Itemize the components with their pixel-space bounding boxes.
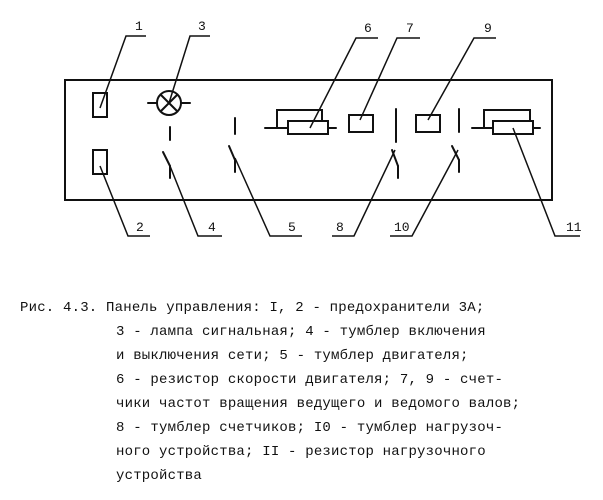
- callout-4: 4: [208, 220, 216, 235]
- caption-line-4: 6 - резистор скорости двигателя; 7, 9 - …: [116, 372, 504, 388]
- caption-line-5: чики частот вращения ведущего и ведомого…: [116, 396, 521, 412]
- counter-7: [348, 114, 374, 133]
- leader-5: [234, 157, 302, 237]
- fuse-1: [92, 92, 108, 118]
- caption-line-7: ного устройства; II - резистор нагрузочн…: [116, 444, 486, 460]
- leader-10: [390, 149, 459, 237]
- fuse-2: [92, 149, 108, 175]
- control-panel-diagram: 1 2 3 4 5 6 7 8 9 10 11: [64, 19, 582, 237]
- variable-resistor-11: [471, 109, 541, 135]
- callout-3: 3: [198, 19, 206, 34]
- caption-line-3: и выключения сети; 5 - тумблер двигателя…: [116, 348, 469, 364]
- toggle-switch-8: [391, 108, 399, 179]
- callout-8: 8: [336, 220, 344, 235]
- leader-11: [512, 127, 580, 237]
- callout-6: 6: [364, 21, 372, 36]
- caption-line-1: Панель управления: I, 2 - предохранители…: [106, 300, 485, 316]
- callout-7: 7: [406, 21, 414, 36]
- variable-resistor-6: [264, 109, 337, 135]
- caption-line-6: 8 - тумблер счетчиков; I0 - тумблер нагр…: [116, 420, 504, 436]
- caption-line-8: устройства: [116, 468, 203, 484]
- callout-10: 10: [394, 220, 410, 235]
- leader-8: [332, 149, 396, 237]
- leader-7: [359, 37, 420, 121]
- leader-6: [309, 37, 378, 129]
- leader-9: [427, 37, 496, 121]
- callout-2: 2: [136, 220, 144, 235]
- figure-caption: Рис. 4.3. Панель управления: I, 2 - пред…: [20, 296, 595, 488]
- leader-1: [99, 35, 146, 109]
- callout-11: 11: [566, 220, 582, 235]
- toggle-switch-10: [451, 108, 460, 173]
- callout-9: 9: [484, 21, 492, 36]
- panel-outline: [64, 79, 553, 201]
- toggle-switch-4: [162, 126, 171, 179]
- callout-1: 1: [135, 19, 143, 34]
- caption-line-2: 3 - лампа сигнальная; 4 - тумблер включе…: [116, 324, 486, 340]
- leader-4: [169, 165, 222, 237]
- counter-9: [415, 114, 441, 133]
- toggle-switch-5: [228, 117, 236, 173]
- callout-5: 5: [288, 220, 296, 235]
- caption-prefix: Рис. 4.3.: [20, 300, 98, 316]
- leader-2: [99, 165, 150, 237]
- leader-3: [168, 35, 210, 104]
